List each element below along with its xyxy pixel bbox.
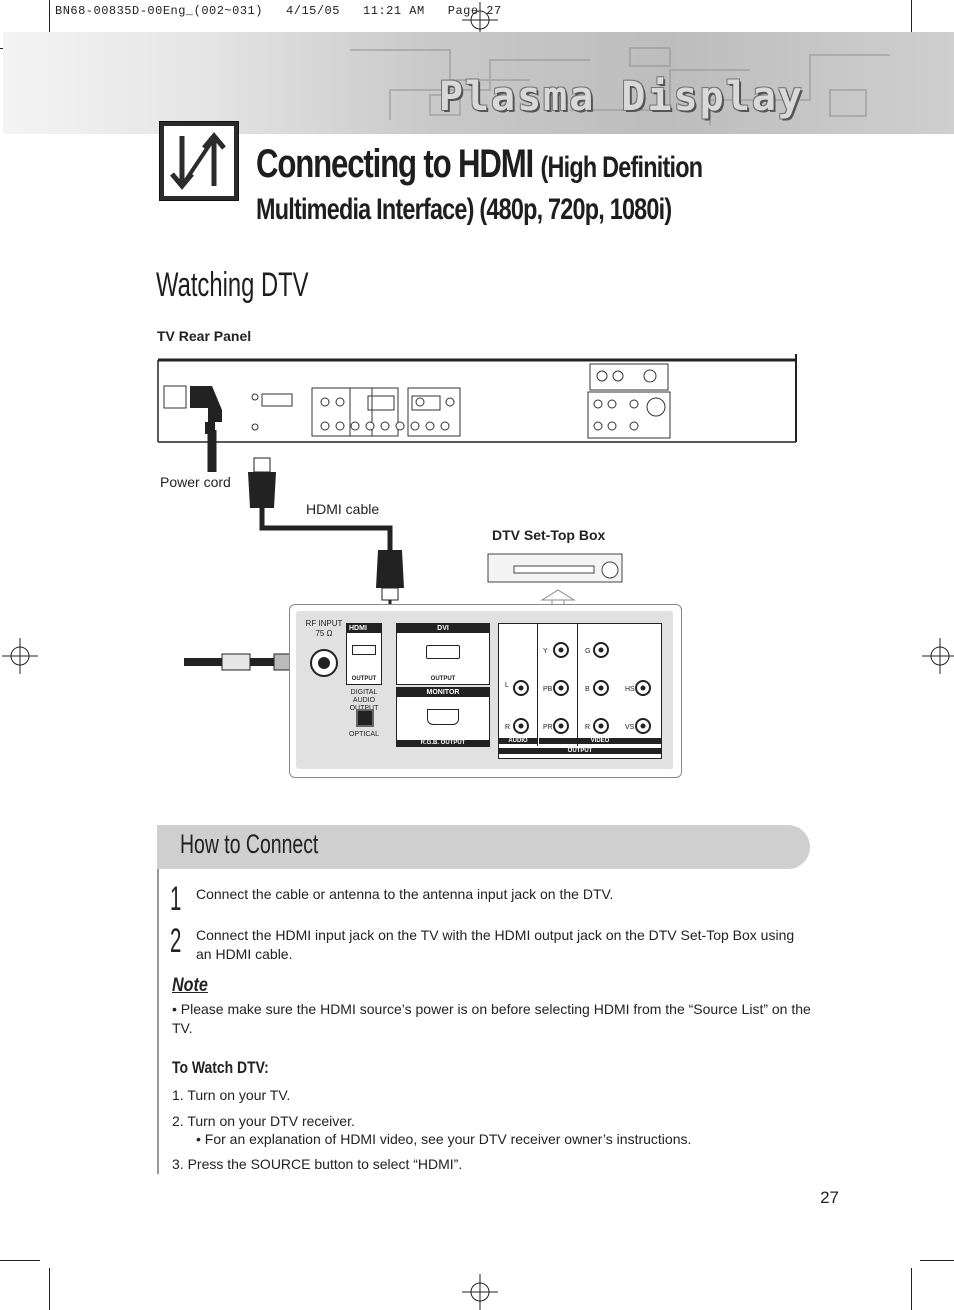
registration-mark-bottom bbox=[462, 1274, 498, 1310]
registration-mark-left bbox=[2, 638, 38, 674]
to-watch-title: To Watch DTV: bbox=[172, 1058, 269, 1077]
section-heading: Watching DTV bbox=[156, 266, 309, 304]
crop-mark bbox=[911, 1268, 912, 1310]
circuit-pattern bbox=[350, 47, 890, 125]
to-watch-step: 3. Press the SOURCE button to select “HD… bbox=[172, 1156, 463, 1172]
registration-mark-right bbox=[922, 638, 954, 674]
connection-arrows-icon bbox=[159, 121, 239, 201]
page-number: 27 bbox=[820, 1188, 839, 1207]
monitor-rgb-port: MONITOR R.G.B. OUTPUT bbox=[396, 687, 490, 747]
page-title-paren: (High Definition bbox=[540, 151, 703, 184]
how-to-connect-title: How to Connect bbox=[180, 829, 319, 859]
rca-jacks-icon bbox=[513, 642, 651, 734]
crop-mark bbox=[911, 0, 912, 48]
crop-mark bbox=[49, 1268, 50, 1310]
crop-mark bbox=[49, 0, 50, 48]
section-left-rule bbox=[157, 869, 159, 1174]
hdmi-cable-label: HDMI cable bbox=[306, 501, 380, 517]
optical-port-icon bbox=[356, 709, 374, 727]
power-cord-label: Power cord bbox=[160, 474, 231, 490]
print-slug: BN68-00835D-00Eng_(002~031) 4/15/05 11:2… bbox=[55, 4, 502, 18]
header-banner bbox=[3, 32, 954, 134]
hdmi-output-port: HDMI OUTPUT bbox=[346, 623, 382, 685]
to-watch-step: 2. Turn on your DTV receiver. bbox=[172, 1113, 355, 1129]
rf-input-jack-icon bbox=[310, 649, 338, 677]
step-number: 2 bbox=[170, 922, 182, 960]
step-text: Connect the cable or antenna to the ante… bbox=[196, 886, 614, 902]
page-title-line2: Multimedia Interface) (480p, 720p, 1080i… bbox=[256, 193, 672, 226]
banner-title: Plasma Display bbox=[438, 74, 804, 120]
crop-mark bbox=[0, 1260, 40, 1261]
to-watch-bullet: • For an explanation of HDMI video, see … bbox=[196, 1131, 692, 1147]
dtv-set-top-box-label: DTV Set-Top Box bbox=[492, 527, 606, 543]
page-title: Connecting to HDMI (High Definition bbox=[256, 142, 703, 187]
tv-rear-panel-diagram bbox=[157, 354, 797, 450]
step-number: 1 bbox=[170, 880, 182, 918]
digital-audio-label: DIGITAL AUDIO OUTPUT bbox=[350, 689, 379, 712]
to-watch-step: 1. Turn on your TV. bbox=[172, 1087, 291, 1103]
note-text: • Please make sure the HDMI source’s pow… bbox=[172, 1001, 811, 1036]
tv-rear-panel-label: TV Rear Panel bbox=[157, 328, 252, 344]
hdmi-cable-diagram bbox=[184, 440, 404, 671]
how-to-connect-bar bbox=[157, 825, 810, 869]
dvi-output-port: DVI OUTPUT bbox=[396, 623, 490, 685]
crop-mark bbox=[920, 1260, 954, 1261]
page-title-main: Connecting to HDMI bbox=[256, 142, 534, 186]
dtv-set-top-box-icon bbox=[487, 553, 623, 606]
note-title: Note bbox=[172, 975, 208, 996]
component-output-panel: L R Y PB PR G B R HS VS AUDIO VIDEO OUTP… bbox=[498, 623, 662, 759]
step-text: Connect the HDMI input jack on the TV wi… bbox=[196, 927, 795, 962]
optical-label: OPTICAL bbox=[349, 731, 379, 738]
